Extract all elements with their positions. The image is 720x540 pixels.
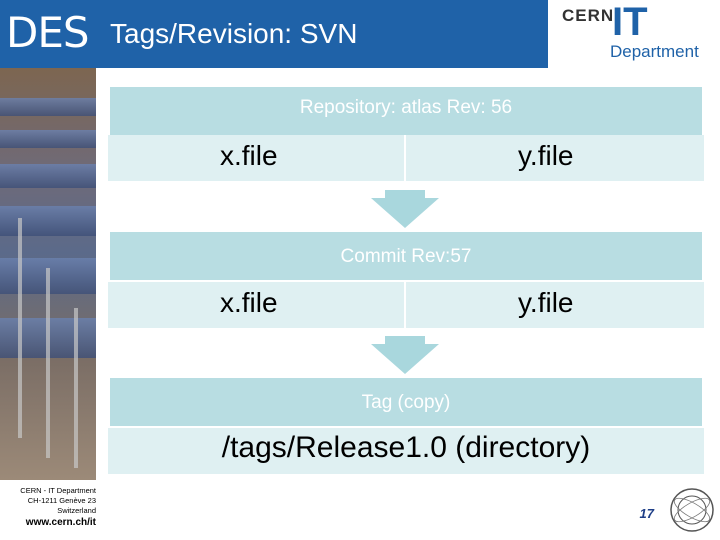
repository-label: Repository: atlas Rev: 56 bbox=[299, 97, 513, 118]
cern-it-logo: CERN IT Department bbox=[548, 0, 720, 68]
header-bar: DES Tags/Revision: SVN CERN IT Departmen… bbox=[0, 0, 720, 68]
footer-address-line: Switzerland bbox=[57, 506, 96, 515]
repository-file-x: x.file bbox=[220, 140, 278, 171]
footer-address: CERN - IT Department CH-1211 Genève 23 S… bbox=[0, 486, 96, 516]
repository-file-y: y.file bbox=[518, 140, 574, 171]
tag-label: Tag (copy) bbox=[361, 392, 451, 413]
cern-seal-icon bbox=[670, 488, 714, 532]
tag-path: /tags/Release1.0 (directory) bbox=[221, 431, 591, 464]
page-number: 17 bbox=[639, 506, 654, 521]
down-arrow-icon bbox=[371, 336, 439, 374]
commit-file-x: x.file bbox=[220, 287, 278, 318]
department-logo-text: Department bbox=[610, 42, 699, 61]
des-logo: DES bbox=[6, 8, 90, 57]
footer-url: www.cern.ch/it bbox=[25, 517, 96, 528]
commit-label: Commit Rev:57 bbox=[340, 246, 472, 267]
accelerator-photo bbox=[0, 68, 96, 480]
tag-path-row bbox=[108, 428, 704, 474]
commit-files-row bbox=[108, 282, 704, 328]
repository-band bbox=[110, 87, 702, 135]
down-arrow-icon bbox=[371, 190, 439, 228]
footer-address-line: CH-1211 Genève 23 bbox=[27, 496, 96, 505]
commit-band bbox=[110, 232, 702, 280]
repository-files-row bbox=[108, 135, 704, 181]
footer-address-line: CERN - IT Department bbox=[20, 486, 96, 495]
cern-logo-text: CERN bbox=[562, 6, 615, 25]
it-logo-text: IT bbox=[612, 0, 648, 44]
slide-title: Tags/Revision: SVN bbox=[110, 18, 358, 49]
tag-band bbox=[110, 378, 702, 426]
commit-file-y: y.file bbox=[518, 287, 574, 318]
